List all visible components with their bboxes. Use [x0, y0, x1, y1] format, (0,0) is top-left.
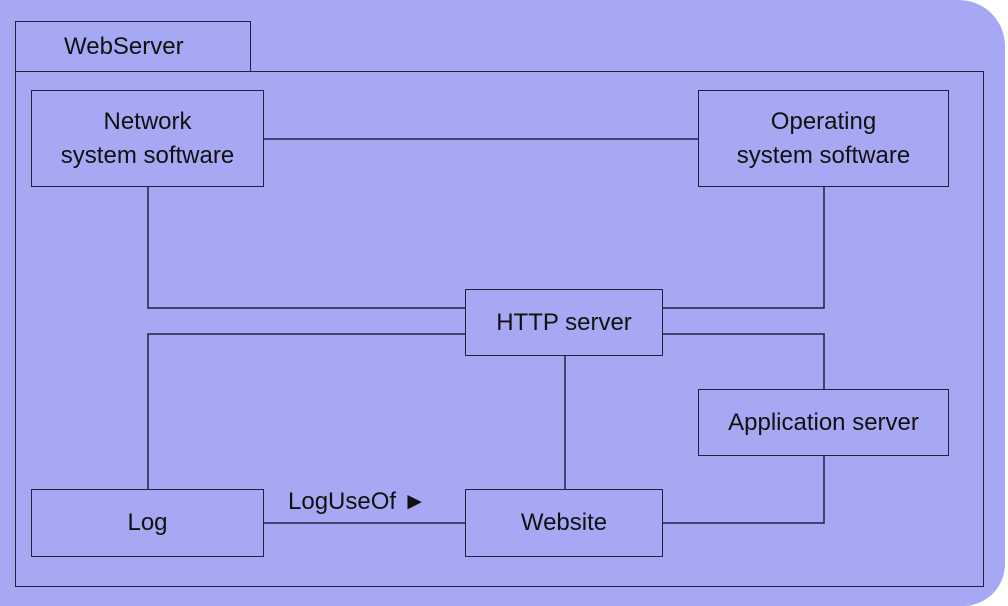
connector-network-http	[147, 187, 465, 309]
node-website: Website	[465, 489, 663, 557]
node-network-system-software: Network system software	[31, 90, 264, 187]
package-tab: WebServer	[15, 21, 251, 72]
connector-http-log	[147, 333, 465, 489]
connector-http-app	[663, 333, 825, 389]
connector-website-app	[663, 456, 825, 524]
node-website-label: Website	[520, 509, 608, 536]
node-http-server: HTTP server	[465, 289, 663, 356]
node-network-line2: system software	[60, 141, 235, 169]
node-log-label: Log	[127, 509, 168, 536]
node-application-server: Application server	[698, 389, 949, 456]
package-frame	[15, 71, 984, 587]
node-operating-line2: system software	[736, 141, 911, 169]
node-network-line1: Network	[103, 107, 192, 135]
node-operating-line1: Operating	[770, 107, 877, 135]
node-http-label: HTTP server	[496, 308, 632, 336]
package-name: WebServer	[64, 33, 184, 60]
node-app-label: Application server	[728, 408, 919, 436]
node-operating-system-software: Operating system software	[698, 90, 949, 187]
node-log: Log	[31, 489, 264, 557]
connector-operating-http	[663, 187, 825, 309]
edge-label-loguseof: LogUseOf ►	[288, 488, 427, 515]
